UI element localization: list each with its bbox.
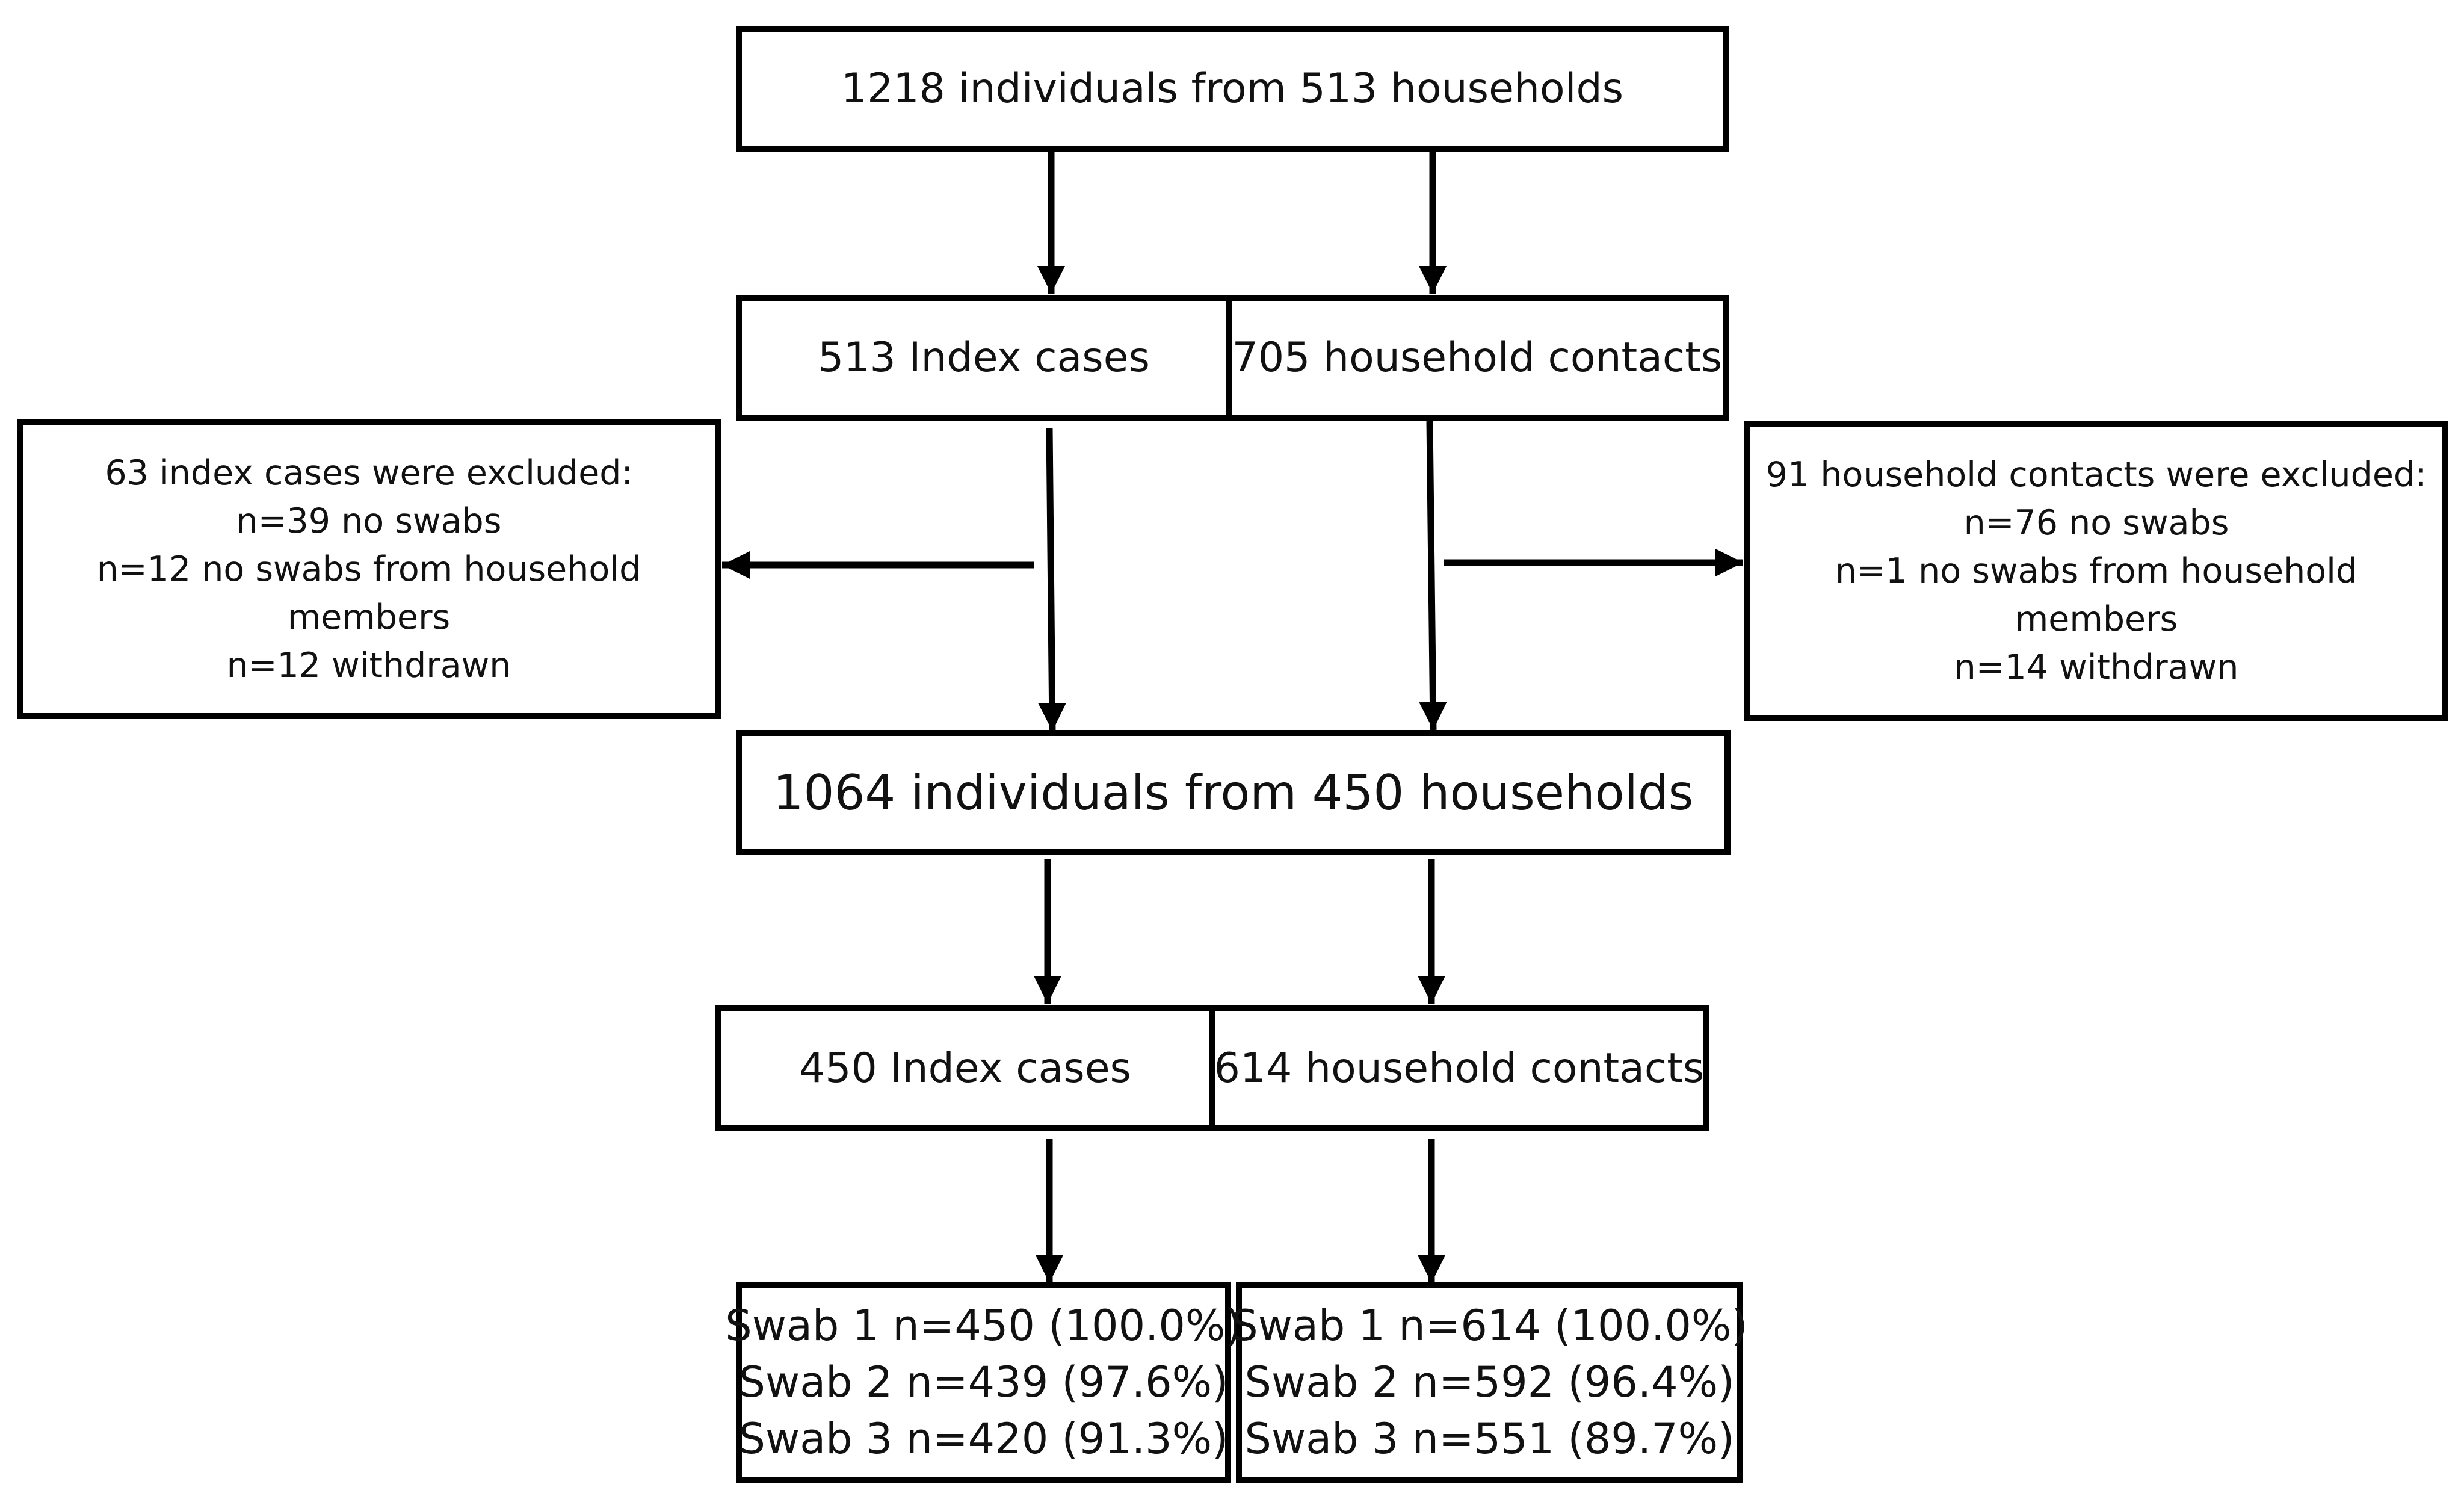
index-cases-box: 513 Index cases — [736, 295, 1232, 421]
excluded-index-line: members — [287, 598, 451, 637]
excluded-contacts-box: 91 household contacts were excluded: n=7… — [1744, 421, 2448, 721]
excluded-contacts-line: members — [2015, 599, 2178, 639]
arrow-index-to-middle — [1038, 428, 1066, 732]
top-box-text: 1218 individuals from 513 households — [841, 65, 1624, 113]
swabs-index-line: Swab 3 n=420 (91.3%) — [738, 1414, 1229, 1463]
excluded-index-box: 63 index cases were excluded: n=39 no sw… — [17, 419, 721, 719]
swabs-contacts-line: Swab 1 n=614 (100.0%) — [1231, 1301, 1748, 1350]
final-index-cases-text: 450 Index cases — [799, 1044, 1131, 1092]
excluded-contacts-line: n=1 no swabs from household — [1835, 551, 2358, 591]
excluded-contacts-line: n=14 withdrawn — [1954, 647, 2239, 687]
middle-box: 1064 individuals from 450 households — [736, 730, 1731, 855]
excluded-contacts-line: n=76 no swabs — [1963, 503, 2229, 543]
excluded-index-line: n=39 no swabs — [236, 501, 502, 541]
final-index-cases-box: 450 Index cases — [715, 1005, 1215, 1131]
household-contacts-box: 705 household contacts — [1226, 295, 1729, 421]
swabs-index-line: Swab 1 n=450 (100.0%) — [725, 1301, 1242, 1350]
excluded-index-line: n=12 no swabs from household — [96, 549, 641, 589]
arrow-contacts-to-middle — [1419, 421, 1447, 731]
swabs-contacts-line: Swab 2 n=592 (96.4%) — [1244, 1358, 1735, 1407]
household-contacts-text: 705 household contacts — [1232, 334, 1723, 382]
excluded-index-line: 63 index cases were excluded: — [105, 453, 633, 493]
middle-box-text: 1064 individuals from 450 households — [773, 764, 1694, 821]
final-household-contacts-box: 614 household contacts — [1209, 1005, 1709, 1131]
final-household-contacts-text: 614 household contacts — [1214, 1044, 1705, 1092]
index-cases-text: 513 Index cases — [818, 334, 1150, 382]
excluded-contacts-line: 91 household contacts were excluded: — [1765, 455, 2427, 495]
swabs-index-line: Swab 2 n=439 (97.6%) — [738, 1358, 1229, 1407]
swabs-contacts-box: Swab 1 n=614 (100.0%) Swab 2 n=592 (96.4… — [1231, 1282, 1748, 1483]
swabs-index-box: Swab 1 n=450 (100.0%) Swab 2 n=439 (97.6… — [725, 1282, 1242, 1483]
excluded-index-line: n=12 withdrawn — [226, 646, 511, 685]
top-box: 1218 individuals from 513 households — [736, 26, 1729, 152]
swabs-contacts-line: Swab 3 n=551 (89.7%) — [1244, 1414, 1735, 1463]
